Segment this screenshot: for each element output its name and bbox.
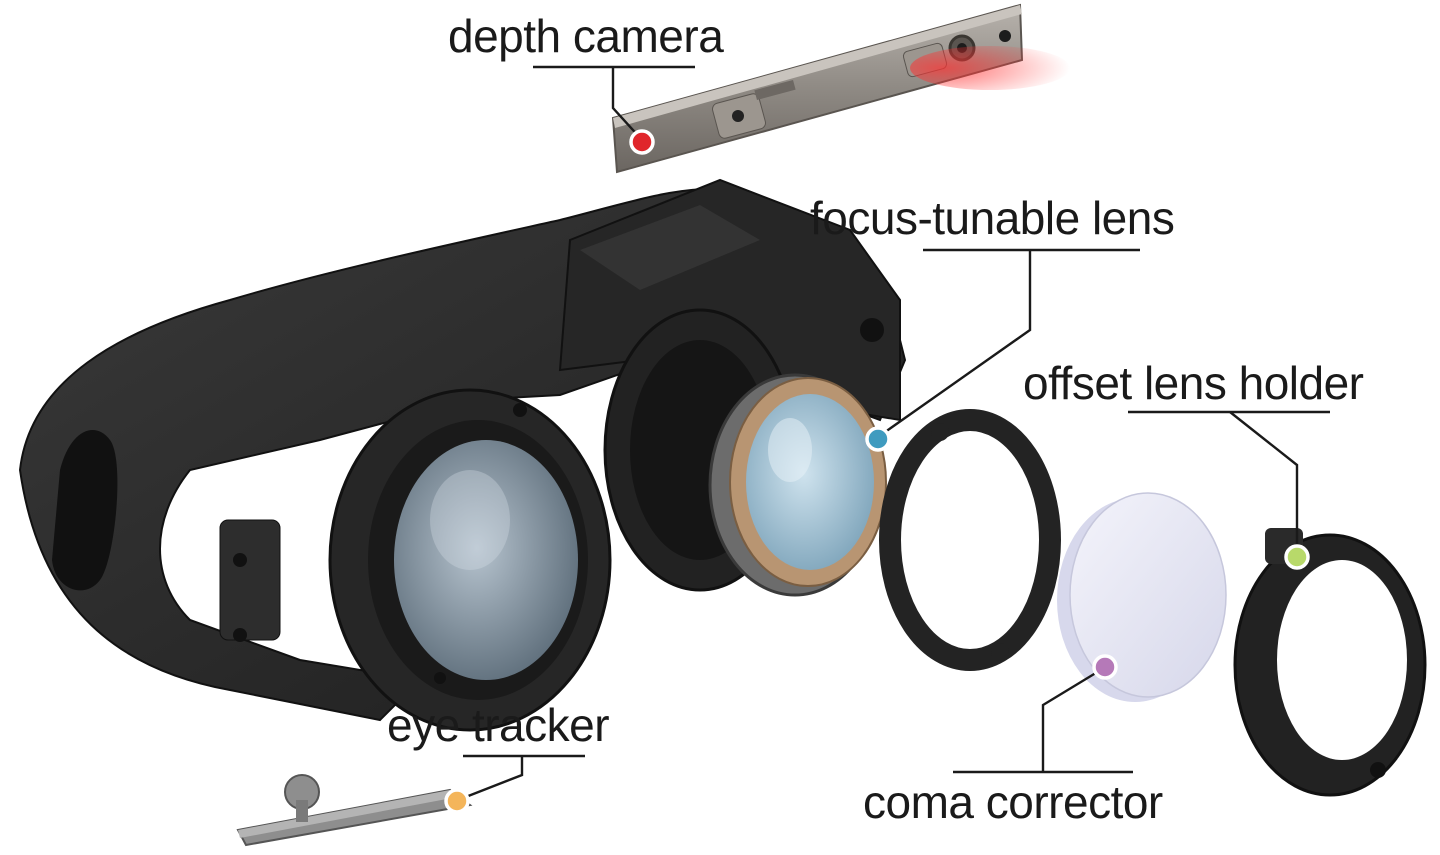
label-focus-tunable-lens: focus-tunable lens bbox=[810, 192, 1174, 244]
marker-depth-camera bbox=[629, 129, 655, 155]
lens-ring-part bbox=[879, 409, 1061, 671]
marker-focus-tunable-lens bbox=[865, 426, 891, 452]
label-coma-corrector: coma corrector bbox=[863, 776, 1163, 828]
label-offset-lens-holder: offset lens holder bbox=[1023, 357, 1364, 409]
callout-eye-tracker: eye tracker bbox=[387, 699, 610, 814]
focus-tunable-lens-part bbox=[708, 373, 887, 597]
coma-corrector-part bbox=[1057, 492, 1227, 702]
callout-coma-corrector: coma corrector bbox=[863, 654, 1163, 828]
callout-focus-tunable-lens: focus-tunable lens bbox=[810, 192, 1175, 452]
eye-tracker-part bbox=[236, 774, 473, 847]
callout-offset-lens-holder: offset lens holder bbox=[1023, 357, 1364, 570]
label-eye-tracker: eye tracker bbox=[387, 699, 609, 751]
label-depth-camera: depth camera bbox=[448, 10, 724, 62]
offset-lens-holder-part bbox=[1233, 528, 1427, 797]
marker-offset-lens-holder bbox=[1284, 544, 1310, 570]
depth-camera-part bbox=[611, 3, 1070, 174]
marker-eye-tracker bbox=[444, 788, 470, 814]
callout-depth-camera: depth camera bbox=[448, 10, 725, 155]
marker-coma-corrector bbox=[1092, 654, 1118, 680]
